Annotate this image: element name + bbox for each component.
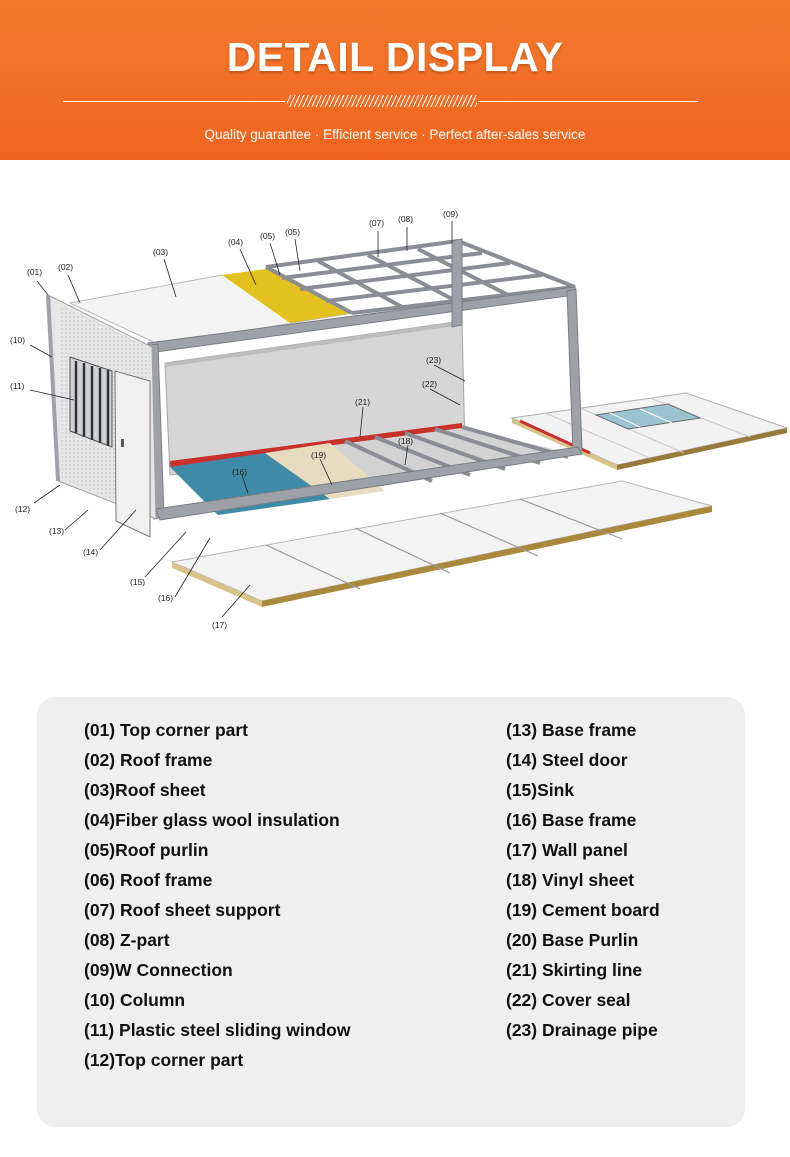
container-house-diagram: (01) (02) (03) (04) (05) (05) (07) (08) …: [10, 209, 789, 630]
callout-23: (23): [426, 355, 441, 365]
legend-panel: (01) Top corner part (02) Roof frame (03…: [37, 697, 745, 1127]
container-back-wall: [164, 320, 466, 476]
callout-13: (13): [49, 526, 64, 536]
steel-door: [114, 370, 151, 538]
header-divider-right: [478, 101, 698, 102]
callout-labels: (01) (02) (03) (04) (05) (05) (07) (08) …: [10, 209, 458, 630]
legend-item: (06) Roof frame: [84, 870, 213, 890]
callout-15: (15): [130, 577, 145, 587]
legend-item: (19) Cement board: [506, 900, 660, 920]
callout-21: (21): [355, 397, 370, 407]
callout-08: (08): [398, 214, 413, 224]
legend-item: (22) Cover seal: [506, 990, 631, 1010]
callout-16b: (16): [232, 467, 247, 477]
callout-03: (03): [153, 247, 168, 257]
callout-19: (19): [311, 450, 326, 460]
leader-lines: [29, 221, 466, 618]
header-divider-left: [63, 101, 285, 102]
legend-item: (20) Base Purlin: [506, 930, 639, 950]
skirting-line: [170, 423, 462, 467]
container-end-wall: [46, 294, 157, 538]
plastic-steel-sliding-window: [69, 356, 113, 448]
callout-12: (12): [15, 504, 30, 514]
legend-item: (16) Base frame: [506, 810, 637, 830]
legend-item: (02) Roof frame: [84, 750, 213, 770]
legend-item: (15)Sink: [506, 780, 575, 800]
legend-item: (04)Fiber glass wool insulation: [84, 810, 340, 830]
legend-item: (12)Top corner part: [84, 1050, 244, 1070]
callout-22: (22): [422, 379, 437, 389]
legend-item: (23) Drainage pipe: [506, 1020, 658, 1040]
legend-item: (09)W Connection: [84, 960, 233, 980]
legend-item: (10) Column: [84, 990, 186, 1010]
callout-11: (11): [10, 381, 25, 391]
header-subtitle: Quality guarantee · Efficient service · …: [204, 127, 586, 142]
legend-item: (21) Skirting line: [506, 960, 643, 980]
header-banner: DETAIL DISPLAY Quality guarantee · Effic…: [0, 0, 790, 160]
roof-frame-grid: [265, 239, 576, 315]
header-slash-decoration: [287, 95, 477, 107]
callout-01: (01): [27, 267, 42, 277]
legend-item: (11) Plastic steel sliding window: [84, 1020, 351, 1040]
callout-02: (02): [58, 262, 73, 272]
legend-item: (03)Roof sheet: [84, 780, 206, 800]
legend-item: (13) Base frame: [506, 720, 637, 740]
callout-05a: (05): [260, 231, 275, 241]
legend-item: (17) Wall panel: [506, 840, 628, 860]
legend-item: (08) Z-part: [84, 930, 170, 950]
legend-item: (14) Steel door: [506, 750, 628, 770]
callout-07: (07): [369, 218, 384, 228]
callout-09: (09): [443, 209, 458, 219]
callout-18: (18): [398, 436, 413, 446]
container-frame: [147, 238, 583, 521]
wall-panels-exploded: [170, 480, 713, 607]
callout-05b: (05): [285, 227, 300, 237]
callout-16a: (16): [158, 593, 173, 603]
page-title: DETAIL DISPLAY: [226, 34, 564, 80]
callout-14: (14): [83, 547, 98, 557]
callout-10: (10): [10, 335, 25, 345]
callout-17: (17): [212, 620, 227, 630]
legend-item: (01) Top corner part: [84, 720, 249, 740]
legend-item: (07) Roof sheet support: [84, 900, 281, 920]
legend-item: (05)Roof purlin: [84, 840, 209, 860]
callout-04: (04): [228, 237, 243, 247]
legend-item: (18) Vinyl sheet: [506, 870, 635, 890]
